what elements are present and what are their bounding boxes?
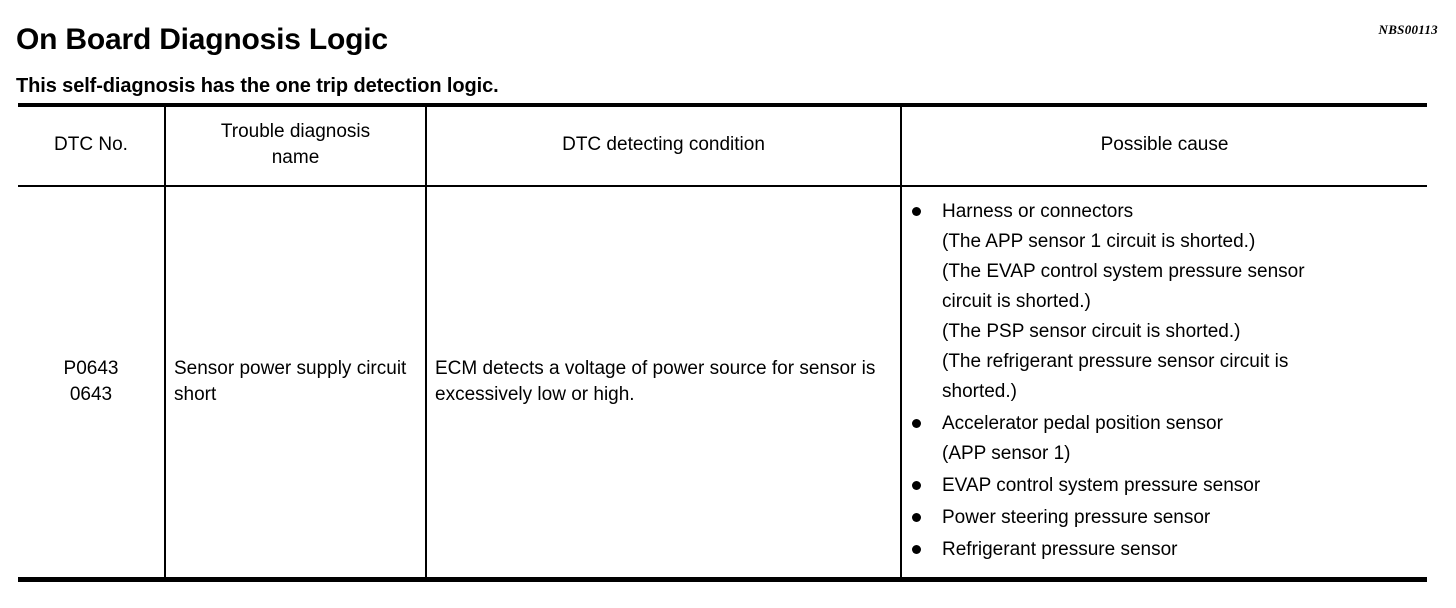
possible-cause-item: EVAP control system pressure sensor bbox=[910, 471, 1419, 501]
possible-cause-line: circuit is shorted.) bbox=[942, 291, 1091, 312]
page-subtitle: This self-diagnosis has the one trip det… bbox=[16, 74, 499, 97]
bullet-dot-icon bbox=[912, 545, 921, 554]
column-header-trouble-diagnosis-name: Trouble diagnosis name bbox=[164, 103, 426, 187]
page-title: On Board Diagnosis Logic bbox=[16, 23, 388, 57]
possible-cause-item: Accelerator pedal position sensor (APP se… bbox=[910, 409, 1419, 469]
column-header-dtc-no: DTC No. bbox=[18, 103, 165, 187]
possible-cause-line: Power steering pressure sensor bbox=[942, 507, 1211, 528]
possible-cause-line: (The PSP sensor circuit is shorted.) bbox=[942, 321, 1241, 342]
possible-cause-line: Accelerator pedal position sensor bbox=[942, 413, 1223, 434]
possible-cause-line: Refrigerant pressure sensor bbox=[942, 539, 1178, 560]
possible-cause-item: Power steering pressure sensor bbox=[910, 503, 1419, 533]
cell-dtc-detecting-condition: ECM detects a voltage of power source fo… bbox=[425, 186, 901, 582]
bullet-dot-icon bbox=[912, 419, 921, 428]
possible-cause-line: Harness or connectors bbox=[942, 201, 1134, 222]
possible-cause-line: (The APP sensor 1 circuit is shorted.) bbox=[942, 231, 1256, 252]
possible-cause-line: EVAP control system pressure sensor bbox=[942, 475, 1261, 496]
possible-cause-line: (The refrigerant pressure sensor circuit… bbox=[942, 351, 1289, 372]
possible-cause-line: shorted.) bbox=[942, 381, 1017, 402]
cell-possible-cause: Harness or connectors (The APP sensor 1 c… bbox=[900, 186, 1427, 582]
possible-cause-list: Harness or connectors (The APP sensor 1 c… bbox=[910, 197, 1419, 565]
dtc-table: DTC No. Trouble diagnosis name DTC detec… bbox=[18, 103, 1427, 582]
bullet-dot-icon bbox=[912, 207, 921, 216]
possible-cause-line: (The EVAP control system pressure sensor bbox=[942, 261, 1305, 282]
possible-cause-item: Refrigerant pressure sensor bbox=[910, 535, 1419, 565]
possible-cause-item: Harness or connectors (The APP sensor 1 c… bbox=[910, 197, 1419, 407]
cell-dtc-no: P0643 0643 bbox=[18, 186, 165, 582]
column-header-possible-cause: Possible cause bbox=[900, 103, 1427, 187]
bullet-dot-icon bbox=[912, 481, 921, 490]
table-row: P0643 0643 Sensor power supply circuit s… bbox=[18, 186, 1427, 582]
bullet-dot-icon bbox=[912, 513, 921, 522]
possible-cause-line: (APP sensor 1) bbox=[942, 443, 1071, 464]
table-header-row: DTC No. Trouble diagnosis name DTC detec… bbox=[18, 103, 1427, 187]
column-header-dtc-detecting-condition: DTC detecting condition bbox=[425, 103, 901, 187]
cell-trouble-diagnosis-name: Sensor power supply circuit short bbox=[164, 186, 426, 582]
reference-code: NBS00113 bbox=[1378, 22, 1438, 37]
